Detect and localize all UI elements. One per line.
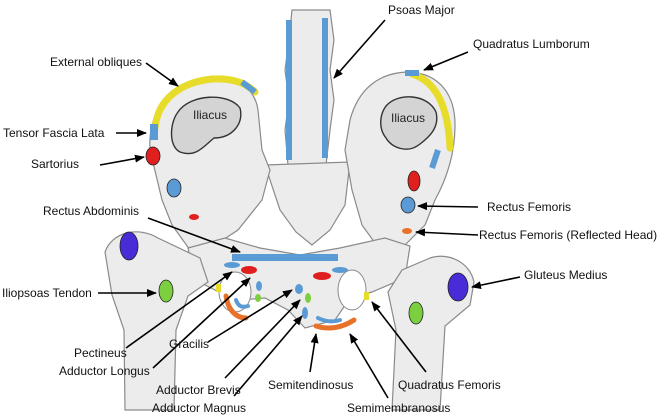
label-semitendinosus: Semitendinosus (268, 378, 354, 392)
iliacus-fossa-left (170, 96, 242, 155)
arrow-pectineus (125, 271, 233, 349)
label-gluteus-medius: Gluteus Medius (524, 268, 608, 282)
pectineus-marker-right (313, 272, 331, 280)
rectus-femoris-reflected-marker-left (189, 214, 199, 220)
external-obliques-marker-right (408, 70, 454, 152)
arrow-rectus-femoris (417, 202, 479, 211)
sacrum (264, 161, 351, 246)
gluteus-medius-marker-right (447, 272, 469, 302)
adductor-cluster-left-1 (256, 281, 262, 291)
arrow-rectus-femoris-reflected (415, 228, 479, 237)
leader-arrows (98, 19, 521, 399)
label-iliopsoas-tendon: Iliopsoas Tendon (2, 286, 92, 300)
adductor-longus-marker-left (224, 262, 240, 268)
adductor-brevis-marker (305, 293, 311, 303)
label-rectus-femoris-reflected: Rectus Femoris (Reflected Head) (479, 228, 658, 242)
arrow-gluteus-medius (471, 276, 521, 290)
label-gracilis: Gracilis (169, 337, 210, 351)
arrow-psoas-major (333, 19, 386, 79)
label-quadratus-lumborum: Quadratus Lumborum (473, 37, 590, 51)
label-semimembranosus: Semimembranosus (347, 401, 451, 415)
label-external-obliques: External obliques (50, 55, 143, 69)
arrow-sartorius (99, 154, 145, 166)
arrow-semitendinosus (309, 333, 319, 373)
psoas-marker-left (286, 20, 292, 160)
arrow-quadratus-femoris (371, 301, 427, 373)
sartorius-marker (145, 146, 161, 166)
arrow-adductor-brevis (224, 299, 301, 379)
iliacus-fossa-right (380, 96, 438, 150)
iliacus-label-left: Iliacus (193, 108, 228, 122)
adductor-longus-marker-right (332, 267, 348, 273)
label-psoas-major: Psoas Major (388, 3, 455, 17)
iliac-fossae (170, 96, 438, 155)
semimembranosus-marker-right (313, 317, 357, 331)
rectus-femoris-marker-left (166, 178, 182, 198)
iliopsoas-tendon-marker-right (408, 301, 424, 325)
iliac-crest-marker-left (240, 79, 257, 95)
quadratus-femoris-marker-left (216, 284, 221, 292)
arrow-rectus-abdominis (147, 217, 241, 253)
arrow-semimembranosus (349, 333, 389, 399)
arrow-external-obliques (145, 62, 179, 87)
arrow-adductor-magnus (233, 315, 303, 397)
gluteus-medius-marker-left (119, 231, 139, 261)
label-quadratus-femoris: Quadratus Femoris (398, 378, 501, 392)
semitendinosus-marker-right (316, 316, 342, 324)
label-sartorius: Sartorius (31, 157, 80, 171)
arrow-quadratus-lumborum (423, 51, 469, 71)
label-pectineus: Pectineus (74, 346, 127, 360)
label-adductor-magnus: Adductor Magnus (152, 401, 247, 415)
iliacus-label-right: Iliacus (391, 111, 426, 125)
pectineus-marker-left (241, 266, 257, 274)
arrow-gracilis (207, 289, 293, 343)
iliopsoas-tendon-marker-left (158, 279, 174, 303)
left-femur (104, 231, 209, 411)
psoas-marker-right (322, 18, 328, 158)
quadratus-lumborum-marker (405, 70, 419, 76)
tensor-fascia-lata-marker (150, 124, 158, 140)
rectus-femoris-marker-right (400, 196, 416, 214)
iliac-crest-marker-right (429, 149, 441, 169)
adductor-magnus-marker (302, 307, 308, 319)
arrow-adductor-longus (152, 277, 251, 369)
adductor-cluster-left-2 (255, 294, 261, 302)
semitendinosus-marker-left (234, 298, 250, 309)
rectus-abdominis-marker (232, 254, 338, 261)
rectus-femoris-reflected-marker-right (402, 228, 412, 234)
muscle-markers (119, 18, 469, 331)
label-tensor-fascia-lata: Tensor Fascia Lata (3, 126, 105, 140)
label-rectus-abdominis: Rectus Abdominis (43, 204, 140, 218)
label-adductor-longus: Adductor Longus (59, 364, 150, 378)
quadratus-femoris-marker-right (364, 292, 369, 300)
obturator-foramen-right (337, 269, 367, 311)
label-adductor-brevis: Adductor Brevis (156, 383, 241, 397)
rectus-femoris-red-right (407, 170, 421, 192)
label-rectus-femoris: Rectus Femoris (487, 200, 572, 214)
gracilis-marker (295, 284, 303, 294)
